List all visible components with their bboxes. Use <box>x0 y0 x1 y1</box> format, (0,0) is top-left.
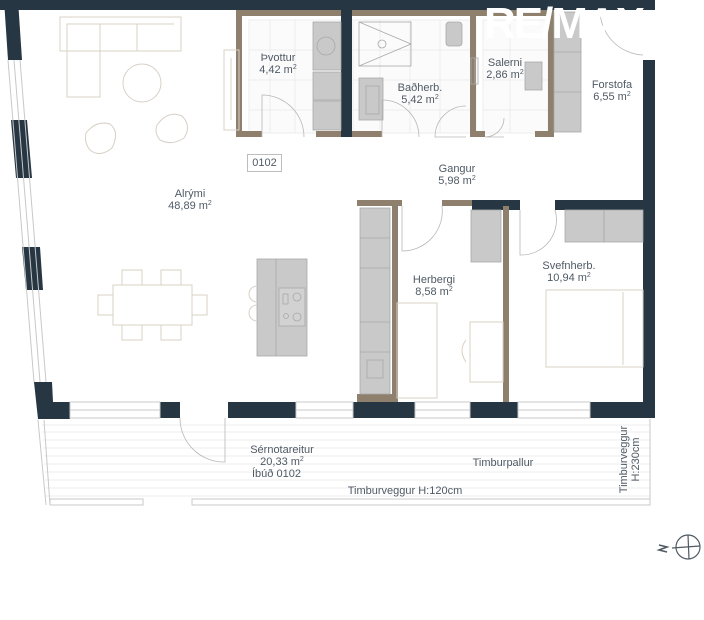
terrace-name: Sérnotareitur <box>250 444 314 456</box>
room-name: Gangur <box>438 163 476 175</box>
room-area: 10,94 m2 <box>547 272 591 284</box>
room-area: 2,86 m2 <box>486 69 524 81</box>
room-label-thvottur: Þvottur 4,42 m2 <box>253 52 303 76</box>
room-area: 48,89 m2 <box>168 200 212 212</box>
room-label-herbergi: Herbergi 8,58 m2 <box>406 274 462 298</box>
bottom-windows <box>69 401 591 419</box>
terrace-unit: Íbúð 0102 <box>252 468 301 480</box>
room-name: Alrými <box>174 188 206 200</box>
room-area: 5,42 m2 <box>401 94 439 106</box>
terrace-fence <box>37 419 651 506</box>
left-windows <box>7 59 47 383</box>
shower <box>358 21 479 85</box>
room-label-alrymi: Alrými 48,89 m2 <box>160 188 220 212</box>
door-swings <box>179 9 644 463</box>
terrace-area: 20,33 m2 <box>260 456 304 468</box>
room-label-salerni: Salerni 2,86 m2 <box>480 57 530 81</box>
room-name: Salerni <box>487 57 523 69</box>
room-area: 5,98 m2 <box>438 175 476 187</box>
unit-number-tag: 0102 <box>247 154 282 172</box>
brand-watermark: RE/MAX <box>484 0 645 48</box>
room-area: 8,58 m2 <box>415 286 453 298</box>
room-area: 6,55 m2 <box>593 91 631 103</box>
room-label-gangur: Gangur 5,98 m2 <box>432 163 482 187</box>
room-name: Svefnherb. <box>542 260 596 272</box>
compass-icon <box>656 534 701 560</box>
room-name: Forstofa <box>591 79 633 91</box>
fence-bottom-label: Timburveggur H:120cm <box>347 485 463 497</box>
room-name: Baðherb. <box>397 82 443 94</box>
room-name: Þvottur <box>260 52 296 64</box>
room-name: Herbergi <box>412 274 456 286</box>
room-label-badherb: Baðherb. 5,42 m2 <box>392 82 448 106</box>
room-label-forstofa: Forstofa 6,55 m2 <box>584 79 640 103</box>
room-area: 4,42 m2 <box>259 64 297 76</box>
deck-boards <box>42 424 650 497</box>
furniture <box>59 16 644 399</box>
terrace-label: Sérnotareitur 20,33 m2 Íbúð 0102 <box>244 444 320 480</box>
room-label-svefnherb: Svefnherb. 10,94 m2 <box>536 260 602 284</box>
fence-right-label: Timburveggur H:230cm <box>618 425 642 494</box>
deck-label: Timburpallur <box>472 457 534 469</box>
fixtures <box>256 11 644 395</box>
